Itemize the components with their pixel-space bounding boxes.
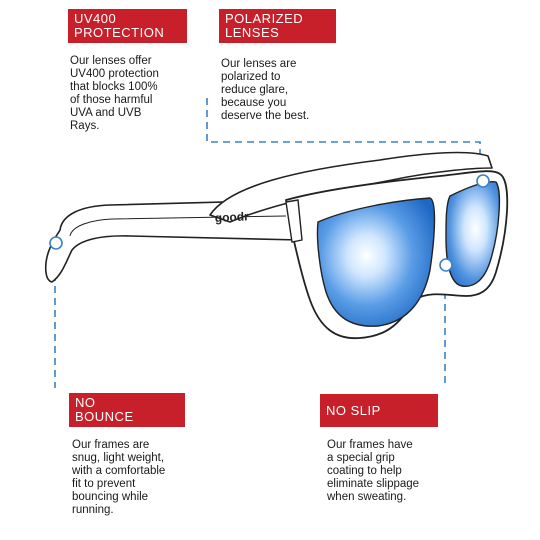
polarized-description: Our lenses are polarized to reduce glare…: [221, 58, 310, 122]
no-slip-title: NO SLIP: [326, 403, 381, 418]
polarized-title-line1: POLARIZED: [225, 11, 304, 26]
hinge: [285, 199, 303, 243]
left-lens: [316, 197, 436, 327]
no-slip-badge: NO SLIP: [320, 394, 438, 427]
no-bounce-title-line1: NO: [75, 395, 96, 410]
no-bounce-callout-dot: [49, 236, 63, 250]
uv400-description: Our lenses offer UV400 protection that b…: [70, 55, 159, 132]
no-slip-description: Our frames have a special grip coating t…: [327, 439, 420, 503]
callout-lines: [54, 98, 481, 388]
polarized-badge: POLARIZED LENSES: [219, 9, 336, 43]
uv400-title-line1: UV400: [74, 11, 117, 26]
polarized-title-line2: LENSES: [225, 25, 280, 40]
polarized-callout-line: [206, 98, 481, 172]
uv400-badge: UV400 PROTECTION: [68, 9, 187, 43]
right-lens: [445, 181, 501, 287]
no-bounce-title-line2: BOUNCE: [75, 409, 134, 424]
uv400-title-line2: PROTECTION: [74, 25, 165, 40]
polarized-callout-dot: [476, 174, 490, 188]
no-slip-callout-dot: [439, 258, 453, 272]
brand-logo: goodr: [214, 209, 249, 225]
no-bounce-description: Our frames are snug, light weight, with …: [72, 439, 166, 516]
temple-arm: [44, 199, 301, 283]
no-bounce-badge: NO BOUNCE: [69, 393, 185, 427]
